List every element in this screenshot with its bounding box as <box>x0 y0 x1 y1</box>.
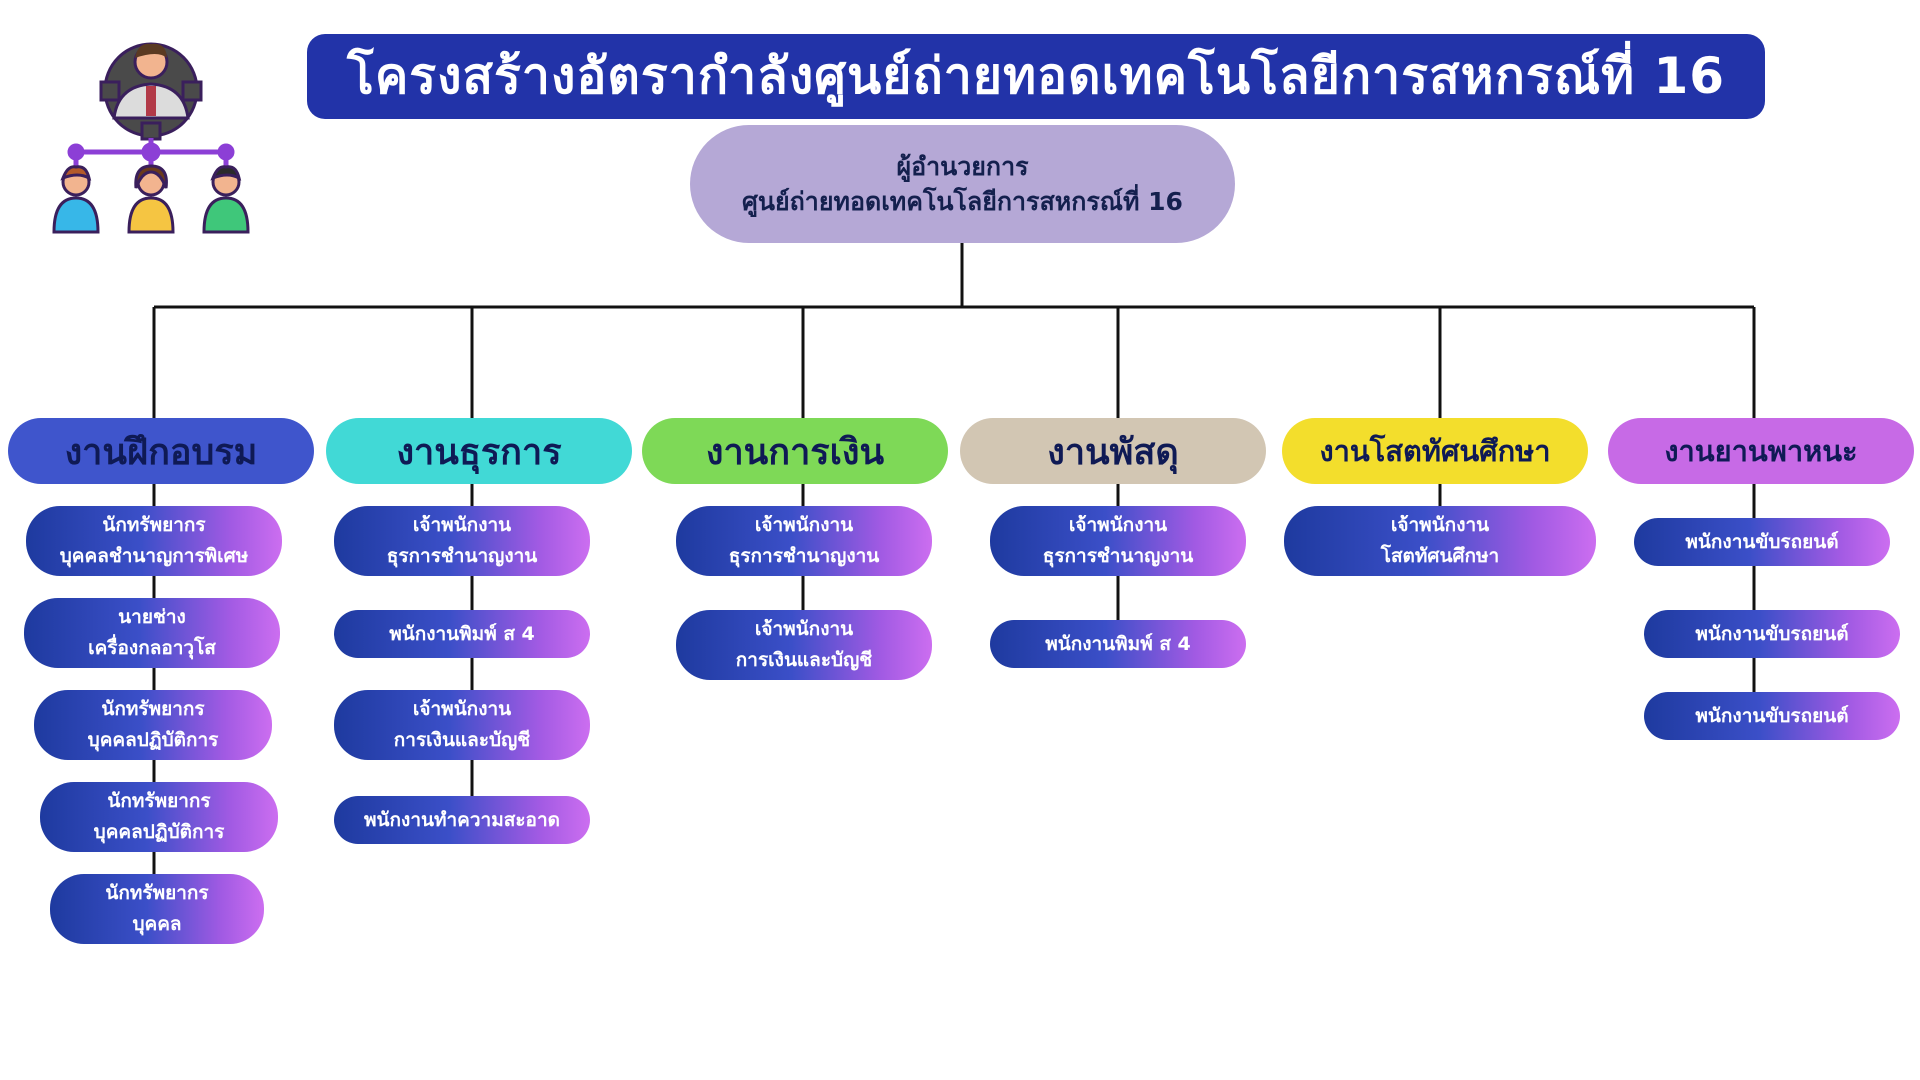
staff-person-yellow-icon <box>127 164 175 234</box>
department-3-box: งานการเงิน <box>642 418 948 484</box>
position-box: เจ้าพนักงานการเงินและบัญชี <box>334 690 590 760</box>
position-subtitle: โสตทัศนศึกษา <box>1380 545 1500 567</box>
department-1-box: งานฝึกอบรม <box>8 418 314 484</box>
position-subtitle: ธุรการชำนาญงาน <box>728 545 880 567</box>
position-box: พนักงานพิมพ์ ส 4 <box>990 620 1246 668</box>
position-title: พนักงานพิมพ์ ส 4 <box>389 622 535 645</box>
position-subtitle: บุคคลชำนาญการพิเศษ <box>59 545 249 567</box>
position-box: นักทรัพยากรบุคคลปฏิบัติการ <box>40 782 278 852</box>
position-subtitle: บุคคลปฏิบัติการ <box>87 729 219 751</box>
position-title: เจ้าพนักงาน <box>754 618 854 640</box>
position-box: นักทรัพยากรบุคคลปฏิบัติการ <box>34 690 272 760</box>
position-title: นักทรัพยากร <box>101 698 205 720</box>
staff-person-green-icon <box>202 165 250 234</box>
org-chart-icon <box>48 20 258 235</box>
department-name: งานฝึกอบรม <box>64 431 258 473</box>
position-title: เจ้าพนักงาน <box>754 514 854 536</box>
position-subtitle: ธุรการชำนาญงาน <box>386 545 538 567</box>
staff-person-blue-icon <box>52 165 100 234</box>
position-title: นักทรัพยากร <box>107 790 211 812</box>
department-name: งานยานพาหนะ <box>1664 434 1858 468</box>
position-box: เจ้าพนักงานธุรการชำนาญงาน <box>990 506 1246 576</box>
position-title: เจ้าพนักงาน <box>1068 514 1168 536</box>
position-subtitle: บุคคล <box>132 913 182 935</box>
director-title: ผู้อำนวยการ <box>896 152 1029 181</box>
position-title: พนักงานขับรถยนต์ <box>1695 622 1849 645</box>
department-name: งานธุรการ <box>396 431 562 473</box>
department-4-box: งานพัสดุ <box>960 418 1266 484</box>
position-box: นักทรัพยากรบุคคล <box>50 874 264 944</box>
department-6-box: งานยานพาหนะ <box>1608 418 1914 484</box>
position-subtitle: ธุรการชำนาญงาน <box>1042 545 1194 567</box>
director-organization: ศูนย์ถ่ายทอดเทคโนโลยีการสหกรณ์ที่ 16 <box>742 187 1183 216</box>
position-box: นักทรัพยากรบุคคลชำนาญการพิเศษ <box>26 506 282 576</box>
department-2-box: งานธุรการ <box>326 418 632 484</box>
position-box: เจ้าพนักงานธุรการชำนาญงาน <box>334 506 590 576</box>
position-title: พนักงานทำความสะอาด <box>364 808 560 831</box>
manager-person-icon <box>112 43 190 120</box>
position-title: นายช่าง <box>118 606 186 628</box>
position-subtitle: การเงินและบัญชี <box>735 649 873 671</box>
page-title: โครงสร้างอัตรากำลังศูนย์ถ่ายทอดเทคโนโลยี… <box>307 34 1765 119</box>
department-5-box: งานโสตทัศนศึกษา <box>1282 418 1588 484</box>
department-name: งานโสตทัศนศึกษา <box>1319 434 1551 468</box>
position-title: เจ้าพนักงาน <box>412 514 512 536</box>
position-box: เจ้าพนักงานโสตทัศนศึกษา <box>1284 506 1596 576</box>
position-subtitle: เครื่องกลอาวุโส <box>88 637 216 659</box>
position-title: เจ้าพนักงาน <box>1390 514 1490 536</box>
position-title: นักทรัพยากร <box>102 514 206 536</box>
position-title: พนักงานขับรถยนต์ <box>1685 530 1839 553</box>
position-title: นักทรัพยากร <box>105 882 209 904</box>
position-box: นายช่างเครื่องกลอาวุโส <box>24 598 280 668</box>
position-box: พนักงานขับรถยนต์ <box>1644 610 1900 658</box>
position-box: เจ้าพนักงานธุรการชำนาญงาน <box>676 506 932 576</box>
position-title: พนักงานขับรถยนต์ <box>1695 704 1849 727</box>
position-box: พนักงานทำความสะอาด <box>334 796 590 844</box>
position-subtitle: การเงินและบัญชี <box>393 729 531 751</box>
department-name: งานพัสดุ <box>1047 431 1179 473</box>
position-box: เจ้าพนักงานการเงินและบัญชี <box>676 610 932 680</box>
position-box: พนักงานขับรถยนต์ <box>1644 692 1900 740</box>
department-name: งานการเงิน <box>705 431 885 473</box>
position-box: พนักงานขับรถยนต์ <box>1634 518 1890 566</box>
position-box: พนักงานพิมพ์ ส 4 <box>334 610 590 658</box>
position-title: เจ้าพนักงาน <box>412 698 512 720</box>
director-box: ผู้อำนวยการ ศูนย์ถ่ายทอดเทคโนโลยีการสหกร… <box>690 125 1235 243</box>
position-subtitle: บุคคลปฏิบัติการ <box>93 821 225 843</box>
position-title: พนักงานพิมพ์ ส 4 <box>1045 632 1191 655</box>
